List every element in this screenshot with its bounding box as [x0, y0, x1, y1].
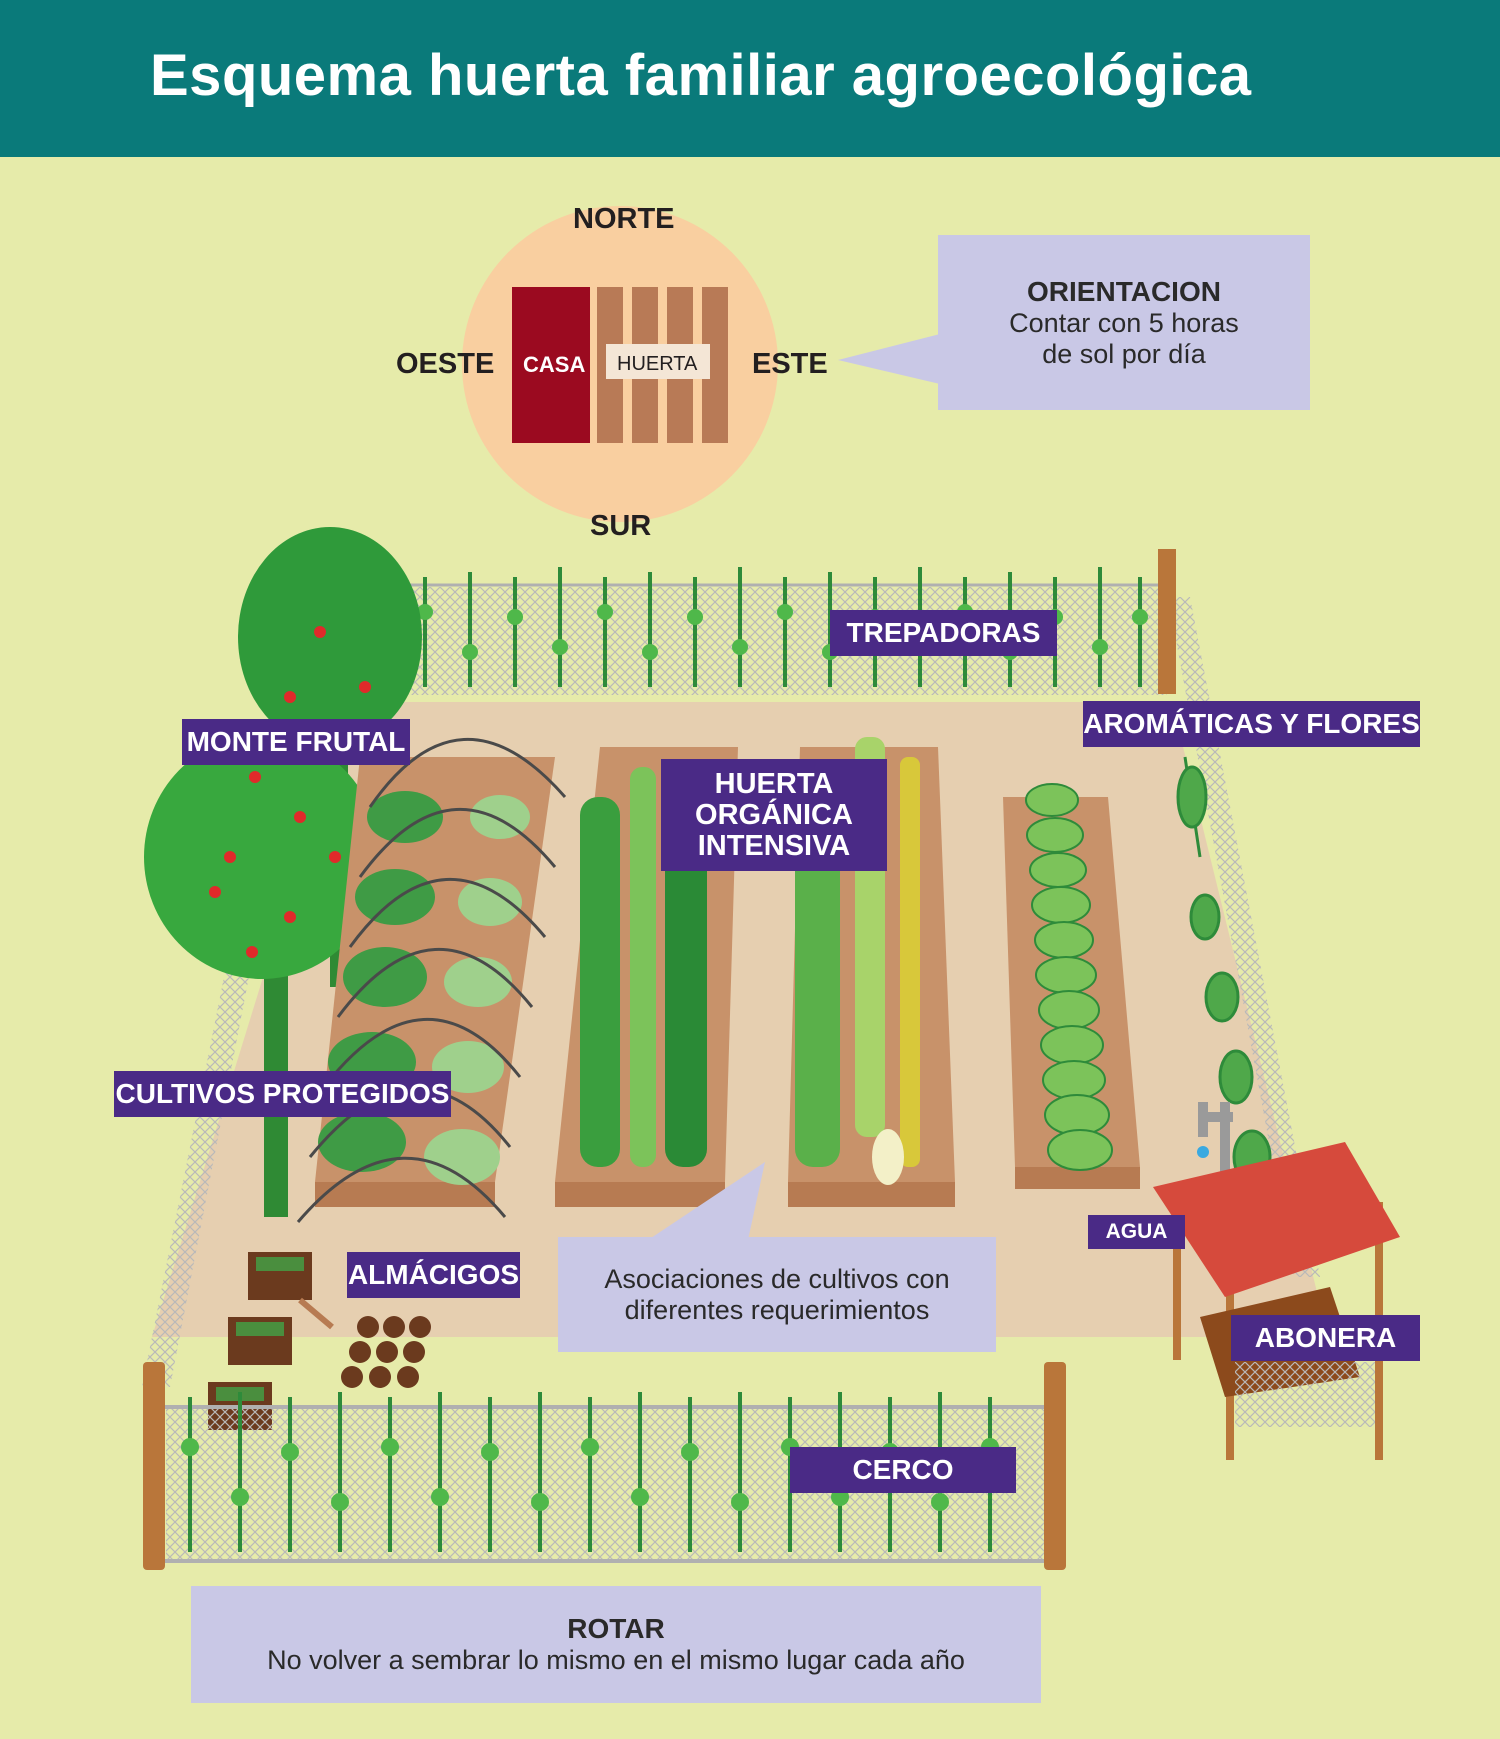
compass-east: ESTE	[752, 348, 828, 380]
label-aromaticas: AROMÁTICAS Y FLORES	[1083, 701, 1420, 747]
compass-garden-label: HUERTA	[617, 353, 698, 375]
label-cerco: CERCO	[790, 1447, 1016, 1493]
label-abonera: ABONERA	[1231, 1315, 1420, 1361]
bed-cabbage-front	[1015, 1167, 1140, 1189]
intensive-crops-1	[580, 767, 707, 1167]
label-cultivos-protegidos: CULTIVOS PROTEGIDOS	[114, 1071, 451, 1117]
orientation-heading: ORIENTACION	[1027, 275, 1221, 307]
associations-line-1: Asociaciones de cultivos con	[604, 1263, 950, 1294]
tree-canopy-front	[144, 735, 380, 979]
fence-post-back-right	[1158, 549, 1176, 694]
fence-right	[1168, 597, 1320, 1277]
compass-south: SUR	[590, 510, 652, 542]
compass-north: NORTE	[573, 203, 675, 235]
seedling-pots	[341, 1316, 431, 1388]
water-tap-icon	[1197, 1102, 1233, 1172]
tree-canopy-back	[238, 527, 422, 747]
label-huerta-organica: HUERTA ORGÁNICA INTENSIVA	[661, 759, 887, 871]
intensive-crops-2	[795, 737, 920, 1185]
orientation-pointer	[838, 334, 940, 384]
orientation-line-2: de sol por día	[1042, 338, 1206, 369]
label-trepadoras: TREPADORAS	[830, 610, 1057, 656]
associations-line-2: diferentes requerimientos	[624, 1294, 930, 1325]
rotate-text: No volver a sembrar lo mismo en el mismo…	[267, 1645, 965, 1675]
label-agua: AGUA	[1088, 1215, 1185, 1249]
associations-callout: Asociaciones de cultivos con diferentes …	[558, 1237, 996, 1352]
associations-pointer	[648, 1162, 765, 1240]
cabbages	[1025, 783, 1113, 1171]
bed-intensive-1-front	[555, 1182, 725, 1207]
page-title: Esquema huerta familiar agroecológica	[150, 43, 1252, 108]
header-banner: Esquema huerta familiar agroecológica	[0, 0, 1500, 157]
compass-house-label: CASA	[523, 352, 586, 377]
bed-intensive-2-front	[788, 1182, 955, 1207]
label-huerta-line-3: INTENSIVA	[697, 829, 851, 862]
rotate-callout: ROTAR No volver a sembrar lo mismo en el…	[191, 1586, 1041, 1703]
fence-post-front-left	[143, 1362, 165, 1570]
orientation-callout: ORIENTACION Contar con 5 horas de sol po…	[938, 235, 1310, 410]
label-huerta-line-2: ORGÁNICA	[695, 798, 853, 831]
bed-protected-front	[315, 1182, 495, 1207]
compass-house	[512, 287, 590, 443]
orientation-line-1: Contar con 5 horas	[1009, 307, 1239, 338]
compass-west: OESTE	[396, 348, 495, 380]
label-monte-frutal: MONTE FRUTAL	[182, 719, 410, 765]
fence-post-front-right	[1044, 1362, 1066, 1570]
rotate-heading: ROTAR	[567, 1613, 665, 1644]
label-almacigos: ALMÁCIGOS	[347, 1252, 520, 1298]
label-huerta-line-1: HUERTA	[714, 767, 834, 800]
fruits	[209, 626, 371, 958]
compass-garden-tag	[606, 344, 710, 379]
